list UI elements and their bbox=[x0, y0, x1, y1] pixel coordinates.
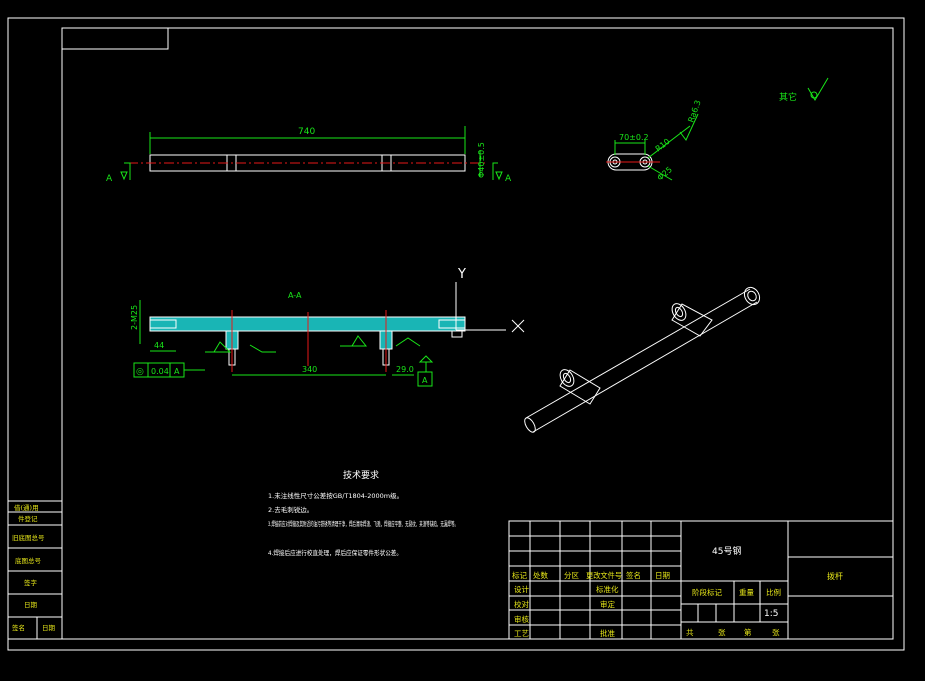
diameter-dim: Φ40±0.5 bbox=[477, 142, 486, 178]
isometric-view bbox=[524, 286, 761, 433]
roughness-mark: Ra6.3 bbox=[686, 99, 702, 124]
stage-header-3: 比例 bbox=[766, 587, 781, 597]
tech-item-2: 2.去毛刺锐边。 bbox=[268, 505, 313, 514]
section-view: A-A Y 2-M25 44 340 29.0 bbox=[130, 267, 525, 387]
radius-dim: R10 bbox=[654, 137, 672, 154]
tolerance-value: 0.04 bbox=[151, 367, 169, 376]
header-5: 签名 bbox=[626, 570, 641, 580]
side-view: 70±0.2 R10 Ra6.3 Φ25 其它 bbox=[606, 77, 829, 183]
length-dim: 740 bbox=[298, 127, 315, 137]
header-6: 日期 bbox=[655, 571, 670, 580]
role-right-2: 审定 bbox=[600, 599, 615, 609]
header-3: 分区 bbox=[564, 571, 579, 580]
spacing-dim: 70±0.2 bbox=[619, 133, 649, 142]
role-right-1: 标准化 bbox=[596, 584, 619, 594]
role-1: 设计 bbox=[514, 584, 529, 594]
outer-border bbox=[7, 17, 905, 651]
tolerance-symbol: ◎ bbox=[136, 367, 144, 377]
axis-y-label: Y bbox=[457, 267, 466, 282]
end-dim: 44 bbox=[154, 341, 164, 350]
cut-mark-left: A bbox=[106, 174, 113, 184]
top-view: 740 Φ40±0.5 A A bbox=[106, 126, 512, 184]
part-name: 拨杆 bbox=[827, 571, 843, 581]
cut-mark-right: A bbox=[505, 174, 512, 184]
inner-border bbox=[61, 27, 894, 640]
material: 45号钢 bbox=[712, 545, 741, 557]
strip-label-3: 旧底图总号 bbox=[12, 533, 45, 542]
role-2: 校对 bbox=[514, 599, 529, 609]
tech-requirements: 技术要求 1.未注线性尺寸公差按GB/T1804-2000m级。 2.去毛刺锐边… bbox=[268, 469, 458, 557]
scale-value: 1:5 bbox=[764, 609, 778, 619]
strip-label-4: 底图总号 bbox=[15, 556, 42, 565]
role-3: 审核 bbox=[514, 614, 529, 624]
left-strip: 借(通)用 件登记 旧底图总号 底图总号 签字 日期 签名 日期 bbox=[7, 500, 63, 640]
strip-label-6: 日期 bbox=[24, 601, 38, 609]
strip-label-5: 签字 bbox=[24, 578, 38, 587]
strip-label-2: 件登记 bbox=[18, 514, 38, 523]
corner-box bbox=[61, 27, 169, 50]
tech-title: 技术要求 bbox=[343, 469, 379, 481]
tolerance-datum: A bbox=[174, 367, 180, 376]
header-1: 标记 bbox=[512, 570, 527, 580]
sheet-label-3: 第 bbox=[744, 627, 752, 637]
section-label: A-A bbox=[288, 291, 302, 300]
strip-bottom-2: 日期 bbox=[42, 624, 56, 632]
header-4: 更改文件号 bbox=[586, 570, 622, 580]
datum-label: A bbox=[422, 376, 428, 385]
role-4: 工艺 bbox=[514, 629, 529, 638]
stage-header-2: 重量 bbox=[739, 588, 754, 597]
role-right-3: 批准 bbox=[600, 628, 615, 638]
sheet-label-1: 共 bbox=[686, 628, 694, 637]
tech-item-3: 3.焊接前应对焊缝及其附近的油污铁锈等清理干净，焊后清除焊渣、飞溅，焊缝应平整、… bbox=[268, 519, 458, 528]
sheet-label-4: 张 bbox=[772, 628, 780, 637]
tech-item-4: 4.焊接后应进行校直处理，焊后应保证零件形状公差。 bbox=[268, 548, 402, 557]
strip-label-1: 借(通)用 bbox=[14, 503, 39, 512]
center-dim: 340 bbox=[302, 365, 317, 374]
right-dim: 29.0 bbox=[396, 365, 414, 374]
sheet-label-2: 张 bbox=[718, 628, 726, 637]
tech-item-1: 1.未注线性尺寸公差按GB/T1804-2000m级。 bbox=[268, 491, 403, 500]
thread-dim: 2-M25 bbox=[130, 305, 139, 330]
header-2: 处数 bbox=[533, 570, 548, 580]
strip-bottom-1: 签名 bbox=[12, 623, 25, 632]
title-block: 45号钢 拨杆 标记 处数 分区 更改文件号 签名 日期 设计 校对 审核 工艺… bbox=[508, 520, 894, 640]
roughness-other-note: 其它 bbox=[779, 91, 797, 103]
stage-header-1: 阶段标记 bbox=[692, 587, 722, 597]
